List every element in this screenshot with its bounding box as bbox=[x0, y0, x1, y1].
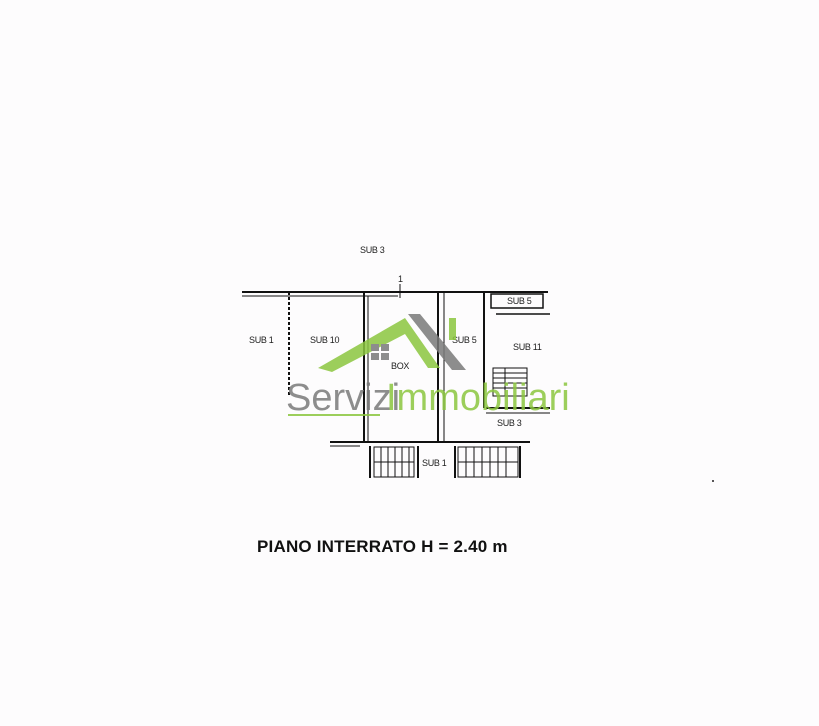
label-box: BOX bbox=[391, 361, 409, 371]
stair-right bbox=[492, 367, 528, 397]
chimney-icon bbox=[449, 318, 456, 340]
label-sub1-left: SUB 1 bbox=[249, 335, 274, 345]
stair-bottom-right bbox=[457, 446, 519, 478]
watermark-word-servizi: Servizi bbox=[286, 377, 400, 419]
label-sub11: SUB 11 bbox=[513, 342, 542, 352]
stair-bottom-left bbox=[373, 446, 415, 478]
window-icon bbox=[371, 344, 389, 360]
roof-gray-icon bbox=[408, 314, 466, 370]
watermark-logo: Servizi Immobiliari bbox=[286, 314, 570, 419]
stray-dot bbox=[712, 480, 714, 482]
label-sub5-center: SUB 5 bbox=[452, 335, 477, 345]
label-sub3-right: SUB 3 bbox=[497, 418, 522, 428]
label-sub1-bottom: SUB 1 bbox=[422, 458, 447, 468]
label-sub10: SUB 10 bbox=[310, 335, 340, 345]
label-sub5-small: SUB 5 bbox=[507, 296, 532, 306]
label-sub3-top: SUB 3 bbox=[360, 245, 385, 255]
floor-caption: PIANO INTERRATO H = 2.40 m bbox=[257, 537, 508, 556]
watermark-word-immobiliari: Immobiliari bbox=[386, 377, 570, 419]
dimension-mark: 1 bbox=[398, 274, 403, 284]
